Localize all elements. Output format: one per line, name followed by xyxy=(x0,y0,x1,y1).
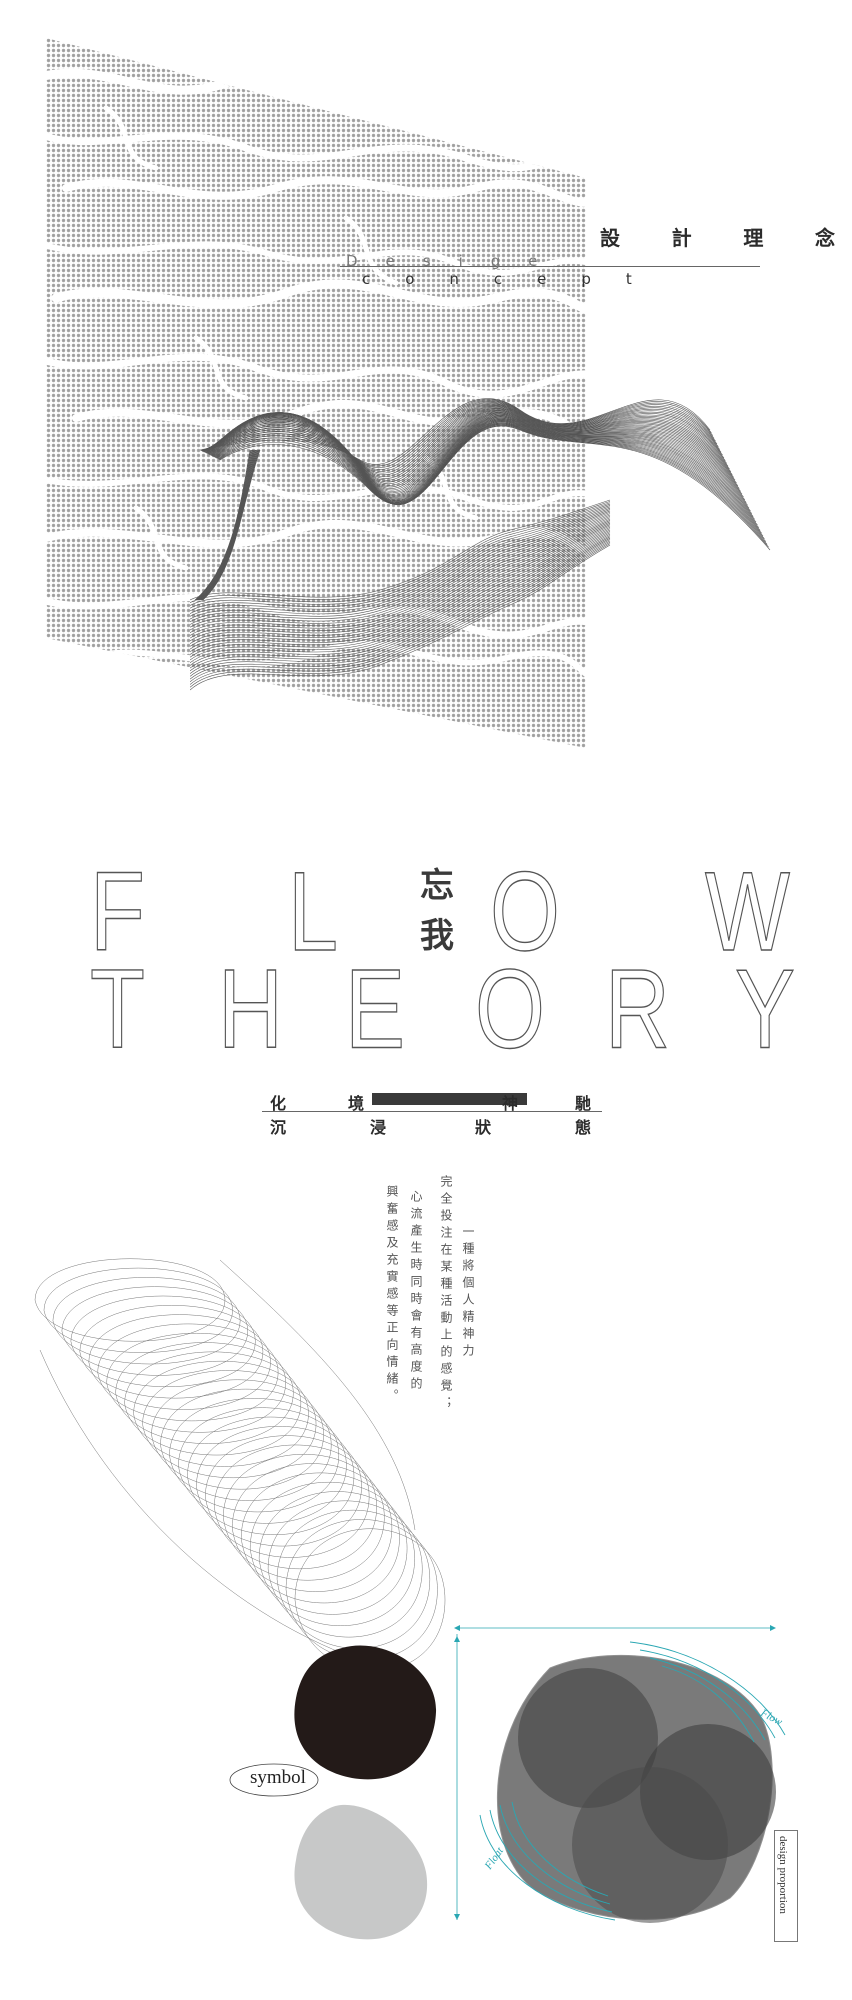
concept-title-char: 設 xyxy=(600,226,620,250)
theory-letter: R xyxy=(605,946,670,1060)
description-column: 完全投注在某種活動上的感覺； xyxy=(439,1175,453,1413)
center-title-char-2: 我 xyxy=(420,916,454,956)
description-column: 興奮感及充實感等正向情緒。 xyxy=(385,1185,399,1406)
contour-tube xyxy=(34,1258,446,1672)
halftone-water-texture xyxy=(46,38,586,748)
concept-subtitle-line-1: Desige xyxy=(346,252,566,270)
concept-subtitle-line-2: concept xyxy=(362,270,667,288)
phrase-char: 沉 xyxy=(270,1118,287,1137)
phrase-char: 化 xyxy=(270,1094,287,1113)
light-blob-symbol xyxy=(294,1804,428,1940)
phrase-char: 浸 xyxy=(370,1118,387,1137)
flow-letter: W xyxy=(705,860,790,974)
phrase-char: 態 xyxy=(575,1118,592,1137)
description-column: 心流產生時同時會有高度的 xyxy=(409,1190,423,1394)
concept-title-char: 念 xyxy=(814,226,835,250)
concept-divider xyxy=(340,266,760,267)
phrase-divider xyxy=(262,1111,602,1112)
theory-letter: T xyxy=(90,946,145,1060)
flow-letter: F xyxy=(90,860,145,974)
theory-letter: E xyxy=(345,946,405,1060)
proportion-diagram: Flow Float xyxy=(454,1625,786,1923)
phrase-char: 馳 xyxy=(575,1094,592,1113)
dark-blob-symbol xyxy=(294,1645,437,1780)
flow-letter: L xyxy=(288,860,338,974)
concept-title-char: 計 xyxy=(671,226,692,250)
concept-title: 設 計 理 念 xyxy=(600,222,835,252)
phrase-char: 狀 xyxy=(475,1118,492,1137)
theory-letter: O xyxy=(475,946,545,1060)
proportion-label-box xyxy=(774,1830,798,1942)
description-column: 一種將個人精神力 xyxy=(461,1225,475,1361)
center-title-char-1: 忘 xyxy=(420,866,454,906)
phrase-bar xyxy=(372,1093,527,1105)
float-annotation: Float xyxy=(482,1845,507,1873)
wireframe-ribbon-surface xyxy=(190,398,771,691)
flow-theory-wordmark: F L O W T H E O R Y xyxy=(90,860,796,1060)
proportion-label: design proportion xyxy=(777,1836,789,1914)
concept-title-char: 理 xyxy=(743,226,764,250)
symbol-label: symbol xyxy=(250,1767,306,1788)
phrase-char: 境 xyxy=(348,1094,365,1113)
theory-letter: Y xyxy=(735,946,795,1060)
theory-letter: H xyxy=(218,946,283,1060)
phrase-char: 神 xyxy=(502,1094,519,1113)
symbol-label-ellipse xyxy=(229,1763,319,1797)
flow-letter: O xyxy=(490,860,560,974)
phrase-block: 化 境 神 馳 沉 浸 狀 態 xyxy=(262,1090,602,1137)
